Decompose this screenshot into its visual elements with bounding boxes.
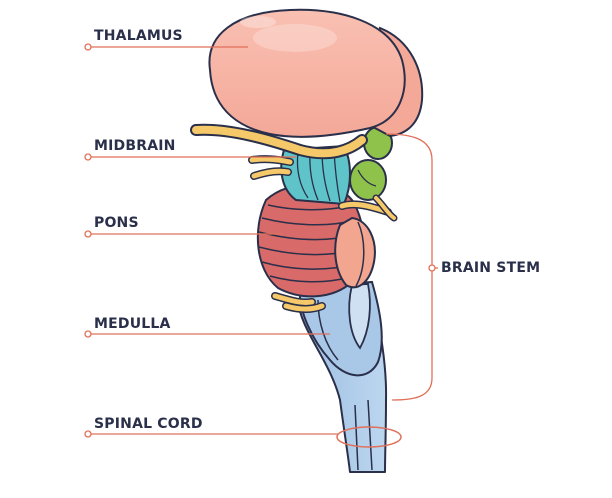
spinal-cord-marker-ring bbox=[336, 426, 402, 448]
brain-stem-label: BRAIN STEM bbox=[441, 260, 541, 276]
lower-nerve-roots bbox=[271, 292, 326, 313]
spinal-cord-label: SPINAL CORD bbox=[94, 416, 203, 432]
thalamus-label: THALAMUS bbox=[94, 28, 183, 44]
midbrain-label: MIDBRAIN bbox=[94, 138, 176, 154]
leader-dots bbox=[84, 43, 436, 438]
optic-tract-shape bbox=[190, 123, 368, 160]
brain-stem-bracket bbox=[385, 133, 433, 401]
pons-label: PONS bbox=[94, 215, 139, 231]
thalamus-shape bbox=[208, 8, 424, 138]
pons-shape bbox=[256, 183, 376, 298]
upper-nerve-roots bbox=[248, 155, 398, 222]
medulla-label: MEDULLA bbox=[94, 316, 171, 332]
leader-lines bbox=[88, 46, 438, 435]
